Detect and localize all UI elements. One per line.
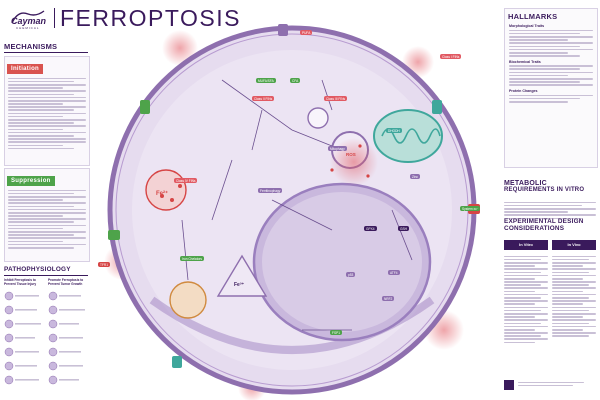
- cayman-logo-mark-icon: [11, 10, 45, 24]
- right-column: HALLMARKS Morphological Traits Biochemic…: [504, 8, 598, 396]
- patho-right-list: [48, 290, 88, 395]
- pathophysiology-heading: PATHOPHYSIOLOGY: [4, 266, 71, 273]
- header: Cayman CHEMICAL FERROPTOSIS: [0, 0, 600, 36]
- patho-left-heading: Inhibit Ferroptosis to Prevent Tissue In…: [4, 278, 37, 286]
- label-system-xc: System xc⁻: [460, 206, 481, 212]
- label-cfa: CFA: [290, 78, 301, 84]
- mechanisms-rule: [4, 52, 88, 53]
- in-vivo-label: In Vivo: [567, 242, 581, 247]
- mechanisms-heading: MECHANISMS: [4, 42, 58, 51]
- label-fe3: Fe³⁺: [234, 282, 245, 288]
- experimental-heading-line2: CONSIDERATIONS: [504, 225, 565, 232]
- label-class-ii-fins: Class II FINs: [252, 96, 275, 102]
- iron-ions: [160, 144, 370, 202]
- label-gpx4: GPX4: [364, 226, 377, 232]
- in-vivo-list: [552, 254, 596, 338]
- label-gsh: GSH: [398, 226, 409, 232]
- label-mufa-sfa: MUFA/SFA: [256, 78, 276, 84]
- mitochondrion: [373, 109, 443, 163]
- metabolic-heading-line1: METABOLIC: [504, 180, 547, 187]
- in-vivo-header: In Vivo: [552, 240, 596, 250]
- suppression-text: [5, 189, 89, 249]
- in-vitro-header: In Vitro: [504, 240, 548, 250]
- label-mitophagy: Mitophagy: [328, 146, 347, 152]
- label-ferritinophagy: Ferritinophagy: [258, 188, 283, 194]
- label-ros: ROS: [346, 152, 356, 157]
- label-class-iii-fins: Class III FINs: [324, 96, 348, 102]
- hallmarks-heading: HALLMARKS: [508, 12, 558, 21]
- mitophagy-vesicle: [307, 107, 329, 129]
- label-class-i-fins: Class I FINs: [440, 54, 462, 60]
- label-atf4: ATF4: [388, 270, 400, 276]
- in-vitro-list: [504, 254, 548, 345]
- brand-sub: CHEMICAL: [16, 26, 40, 30]
- cayman-logo: Cayman CHEMICAL: [8, 8, 48, 30]
- morph-heading: Morphological Traits: [509, 24, 545, 28]
- experimental-heading-line1: EXPERIMENTAL DESIGN: [504, 218, 584, 225]
- label-zinc: Zinc: [410, 174, 421, 180]
- iron-vesicle: [169, 281, 207, 319]
- footer-text: [518, 380, 596, 388]
- initiation-panel: Initiation: [4, 56, 90, 166]
- initiation-heading: Initiation: [7, 64, 43, 74]
- label-iron-chelators: Iron Chelators: [180, 256, 205, 262]
- hallmarks-content: Morphological Traits Biochemical Traits …: [505, 24, 597, 103]
- label-fe2: Fe²⁺: [156, 191, 169, 197]
- label-class-iv-fins: Class IV FINs: [174, 178, 198, 184]
- label-dhodh: DHODH: [386, 128, 402, 134]
- ferroptosis-cell-diagram: [104, 24, 480, 400]
- brand-name: Cayman: [11, 16, 47, 26]
- patho-right-organ-icons: [48, 291, 85, 385]
- suppression-heading: Suppression: [7, 176, 55, 186]
- patho-left-organ-icons: [4, 291, 41, 385]
- protein-heading: Protein Changes: [509, 89, 538, 93]
- label-pufa: PUFA: [300, 30, 313, 36]
- footer-qr: [504, 380, 514, 390]
- in-vitro-label: In Vitro: [519, 242, 533, 247]
- patho-rule: [4, 275, 88, 276]
- hallmarks-panel: HALLMARKS Morphological Traits Biochemic…: [504, 8, 598, 168]
- patho-right-heading: Promote Ferroptosis to Prevent Tumor Gro…: [48, 278, 84, 286]
- nucleus-inner: [262, 192, 422, 332]
- label-tfr1: TFR1: [98, 262, 110, 268]
- left-column: MECHANISMS Initiation Suppression PATHOP…: [4, 42, 90, 396]
- label-fsp1: FSP1: [330, 330, 342, 336]
- ferritin-triangle: [216, 254, 268, 297]
- label-p53: p53: [346, 272, 356, 278]
- metabolic-heading-line2: REQUIREMENTS IN VITRO: [504, 187, 585, 193]
- title-divider: [54, 8, 55, 28]
- label-nrf2: NRF2: [382, 296, 395, 302]
- initiation-text: [5, 77, 89, 150]
- metabolic-list: [504, 200, 596, 221]
- experimental-heading: EXPERIMENTAL DESIGN CONSIDERATIONS: [504, 218, 596, 232]
- page-title: FERROPTOSIS: [60, 5, 241, 31]
- biochem-heading: Biochemical Traits: [509, 59, 541, 64]
- patho-left-list: [4, 290, 44, 395]
- suppression-panel: Suppression: [4, 168, 90, 262]
- metabolic-heading: METABOLIC REQUIREMENTS IN VITRO: [504, 180, 596, 193]
